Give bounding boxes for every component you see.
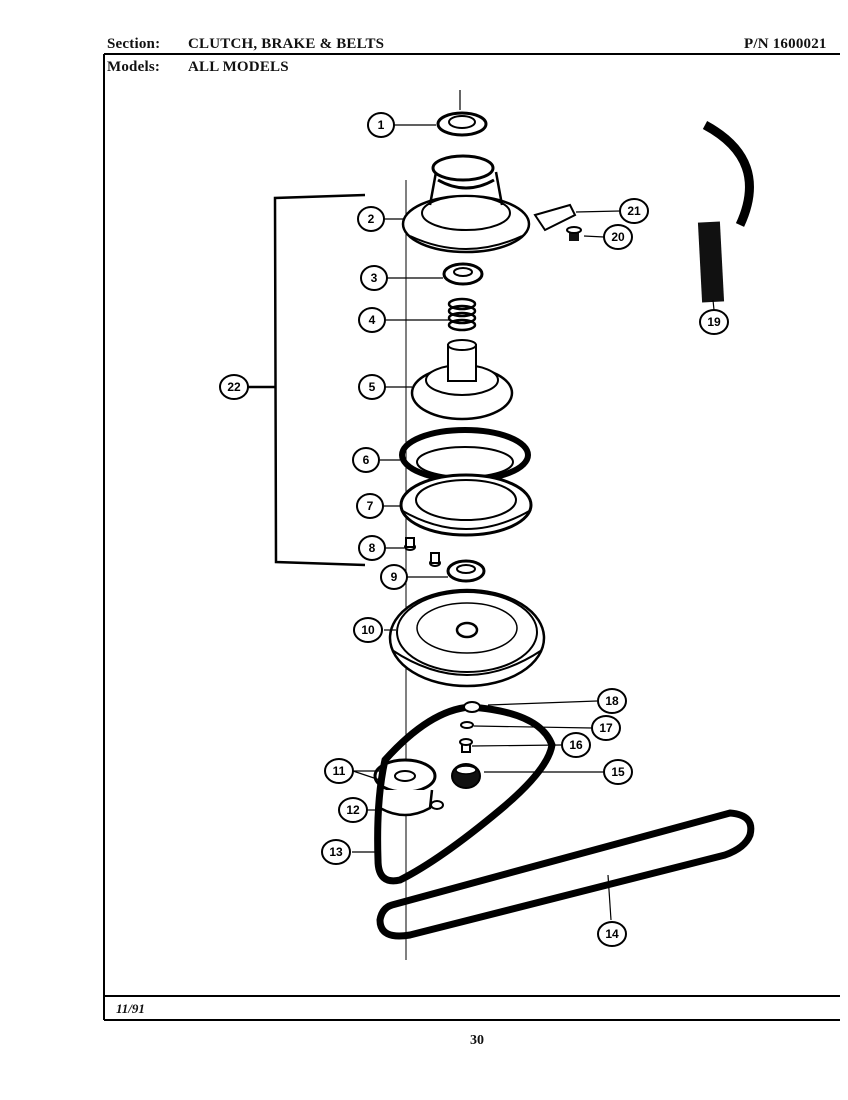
part-18-nut (463, 701, 481, 713)
leader-lines (352, 124, 715, 921)
callout-13: 13 (329, 845, 343, 859)
part-15-idler (451, 763, 481, 789)
callout-10: 10 (361, 623, 375, 637)
callout-18: 18 (605, 694, 619, 708)
callout-9: 9 (391, 570, 398, 584)
part-1-bearing (436, 111, 488, 137)
callout-4: 4 (369, 313, 376, 327)
page-number: 30 (470, 1033, 484, 1048)
callout-11: 11 (333, 764, 346, 778)
part-3-seal (442, 262, 484, 286)
part-number: P/N 1600021 (744, 36, 827, 52)
callout-17: 17 (599, 721, 613, 735)
part-2-housing (401, 154, 531, 254)
callout-3: 3 (371, 271, 378, 285)
callout-8: 8 (369, 541, 376, 555)
callout-22: 22 (227, 380, 241, 394)
part-19-strap (697, 121, 754, 303)
part-5-clutch-hub (410, 339, 514, 421)
part-6-ring (399, 427, 531, 483)
callout-circles (219, 112, 729, 947)
callout-12: 12 (346, 803, 360, 817)
part-8-screws (404, 537, 441, 567)
section-label: Section: (107, 36, 161, 52)
callout-5: 5 (369, 380, 376, 394)
part-20-screw (566, 226, 582, 241)
callout-1: 1 (378, 118, 385, 132)
part-7-brake-drum (399, 473, 533, 537)
callout-7: 7 (367, 499, 374, 513)
part-17-washer (460, 721, 474, 729)
page-frame (103, 53, 840, 1021)
part-9-bearing (446, 559, 486, 583)
section-title: CLUTCH, BRAKE & BELTS (188, 36, 385, 52)
callout-19: 19 (707, 315, 721, 329)
callout-14: 14 (605, 927, 619, 941)
models-value: ALL MODELS (188, 59, 289, 75)
part-14-belt (376, 809, 755, 940)
callout-16: 16 (569, 738, 583, 752)
part-11-motor-pulley (373, 758, 444, 817)
part-10-pulley (388, 588, 546, 688)
callout-20: 20 (611, 230, 625, 244)
callout-2: 2 (368, 212, 375, 226)
part-4-spring (447, 297, 477, 332)
callout-21: 21 (627, 204, 641, 218)
part-16-screw (459, 738, 473, 753)
callout-6: 6 (363, 453, 370, 467)
part-21-bracket (533, 203, 577, 232)
revision-date: 11/91 (116, 1001, 145, 1016)
assembly-bracket-22 (247, 193, 366, 567)
models-label: Models: (107, 59, 161, 75)
callout-15: 15 (611, 765, 625, 779)
